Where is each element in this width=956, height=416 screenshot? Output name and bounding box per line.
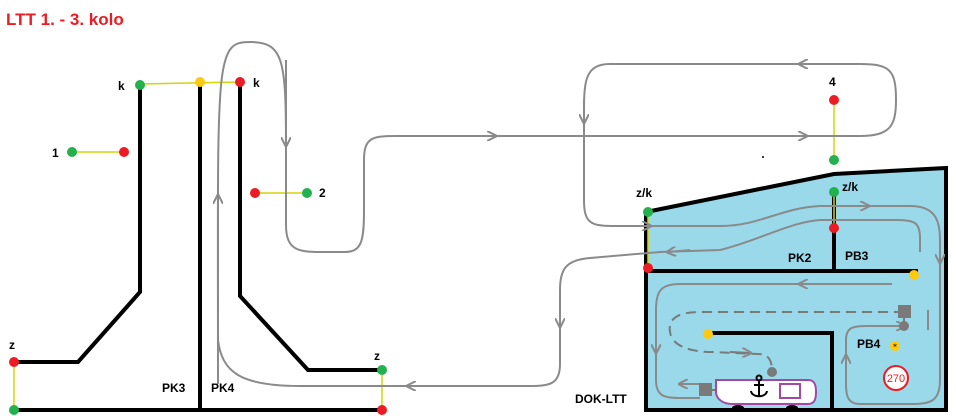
gate-2-red: [250, 188, 260, 198]
gate-4-red: [829, 95, 839, 105]
label-pb3: PB3: [845, 249, 869, 263]
wall-pk3-left: [16, 86, 142, 364]
course-path-return: [218, 196, 408, 387]
star-icon: [890, 341, 900, 351]
course-path-upper: [216, 40, 806, 385]
gate-z-left-green: [9, 405, 19, 415]
course-arrow-dock-left: [668, 250, 691, 252]
gate-1-red: [119, 147, 129, 157]
berth-pier: [708, 331, 834, 410]
course-path-dock-outer: [650, 205, 941, 405]
label-zk-left: z/k: [636, 186, 652, 200]
label-z-left: z: [9, 338, 15, 352]
berthing-start-marker: [899, 321, 909, 331]
gate-berth-yellow: [703, 329, 713, 339]
gate-zk-right-green: [829, 187, 839, 197]
stray-dot: [762, 156, 764, 158]
gate-4-green: [829, 155, 839, 165]
boat-fender-right: [786, 405, 798, 411]
speed-limit-value: 270: [887, 373, 905, 385]
mooring-bollard: [699, 383, 712, 396]
berthing-target: [767, 367, 777, 377]
boat-fender-left: [732, 405, 744, 411]
anchor-icon: [750, 374, 768, 398]
label-pk3: PK3: [162, 381, 186, 395]
gate-zk-right-red: [829, 223, 839, 233]
gate-k-left-green: [135, 80, 145, 90]
gate-zk-left-red: [643, 263, 653, 273]
label-pk4: PK4: [211, 381, 235, 395]
berthing-arrow: [729, 352, 750, 353]
star-glyph: *: [893, 343, 897, 352]
label-zk-right: z/k: [842, 180, 858, 194]
gate-z-mid-red: [377, 405, 387, 415]
diagram-title: LTT 1. - 3. kolo: [6, 10, 124, 29]
gate-pb3-yellow: [909, 270, 919, 280]
gate-1-green: [67, 147, 77, 157]
dock-water-area: [644, 165, 948, 412]
gate-line-k: [139, 81, 241, 85]
label-pk2: PK2: [788, 251, 812, 265]
wall-pk4-right: [238, 84, 382, 372]
boat-cabin: [779, 383, 801, 399]
label-gate-4: 4: [829, 75, 836, 89]
gate-zk-left-green: [643, 207, 653, 217]
gate-k-right-red: [235, 77, 245, 87]
label-dok-ltt: DOK-LTT: [575, 392, 627, 406]
label-k-right: k: [253, 76, 260, 90]
gate-k-yellow: [195, 77, 205, 87]
label-gate-2: 2: [319, 186, 326, 200]
gate-z-left-red: [9, 357, 19, 367]
gate-z-mid-green: [377, 365, 387, 375]
label-k-left: k: [118, 79, 125, 93]
course-path-loop: [583, 63, 898, 226]
gate-2-green: [302, 188, 312, 198]
course-path-exit: [408, 219, 921, 386]
speed-limit-sign: [883, 365, 909, 391]
label-z-mid: z: [374, 349, 380, 363]
label-pb4: PB4: [857, 337, 881, 351]
berthing-path-dashed: [668, 311, 904, 373]
berthing-start-bollard: [898, 305, 911, 318]
label-gate-1: 1: [52, 146, 59, 160]
